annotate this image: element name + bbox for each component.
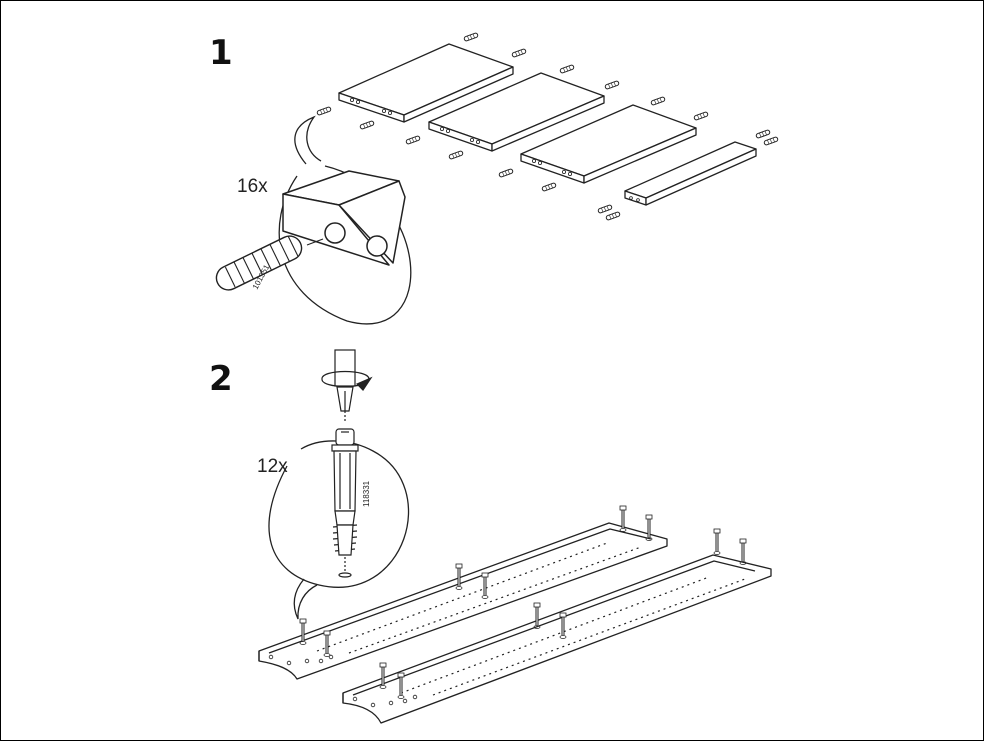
screwdriver-icon <box>321 349 373 421</box>
step-2-number: 2 <box>209 359 233 399</box>
lower-rail <box>342 554 772 724</box>
step-2-part-number: 118331 <box>362 480 371 507</box>
step-1-hole-marks <box>349 98 640 202</box>
step-2-detail-callout <box>268 440 410 620</box>
lower-rail-hole-row-2 <box>432 578 746 696</box>
step-1-shelf-panels <box>338 43 757 206</box>
step-2-quantity: 12x <box>257 456 288 477</box>
lower-rail-hole-row <box>400 576 710 694</box>
step-1-quantity: 16x <box>237 176 268 197</box>
rail-end-holes <box>268 654 418 708</box>
cam-bolt-118331-icon <box>331 428 359 578</box>
dowel-101351-icon <box>215 235 324 291</box>
upper-rail-hole-row-2 <box>348 546 642 654</box>
step-1-detail-board <box>282 170 406 266</box>
step-1-number: 1 <box>209 33 233 73</box>
upper-rail <box>258 522 668 680</box>
